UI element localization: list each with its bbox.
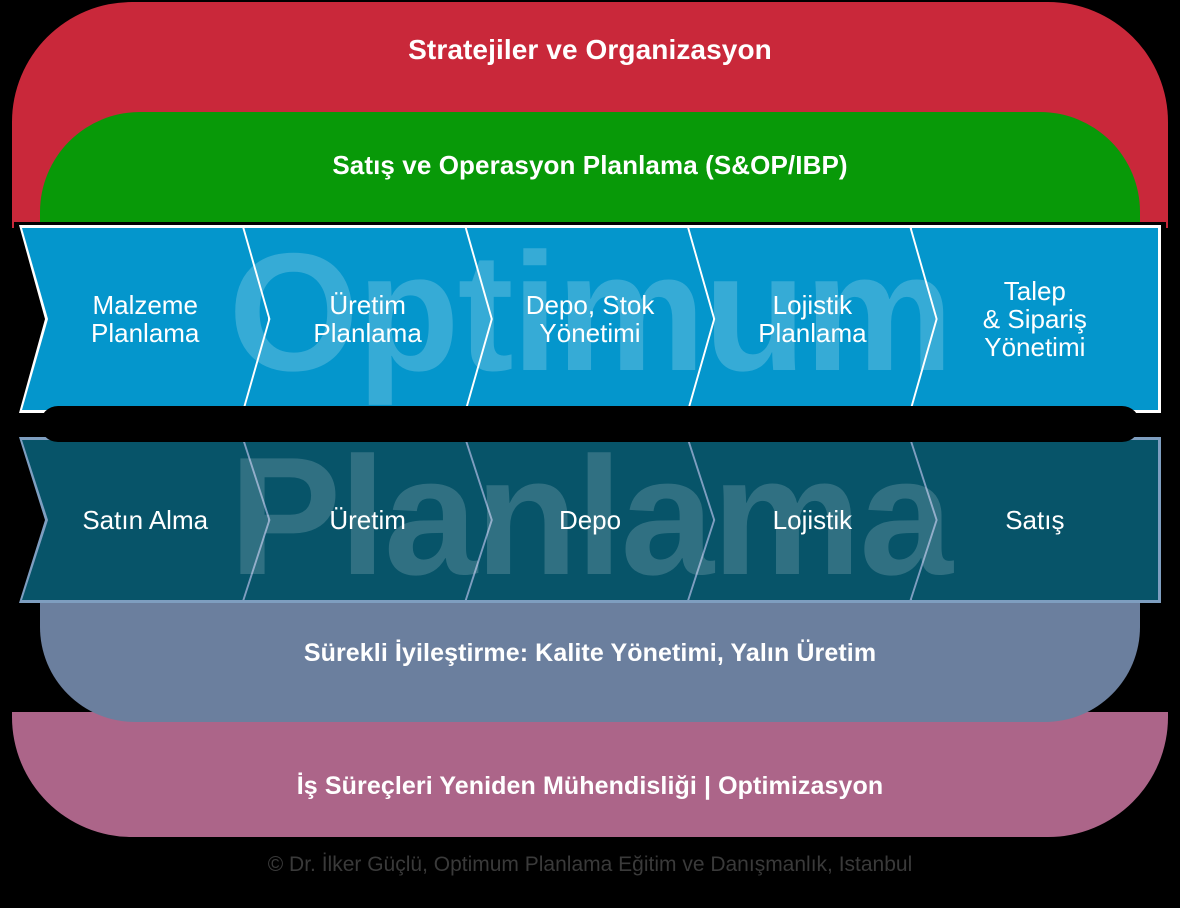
execution-step-label: Satın Alma — [82, 504, 209, 535]
chevron-body — [22, 228, 268, 410]
execution-row: Satın Alma Üretim Depo Lojistik Satış — [22, 437, 1162, 603]
chevron-body — [689, 440, 935, 600]
copyright-footer: © Dr. İlker Güçlü, Optimum Planlama Eğit… — [267, 853, 913, 876]
band-reengineering: İş Süreçleri Yeniden Mühendisliği | Opti… — [12, 712, 1168, 837]
execution-step-label: Depo — [558, 504, 622, 535]
execution-step-uretim[interactable]: Üretim — [244, 440, 490, 600]
chevron-body — [689, 228, 935, 410]
execution-step-depo[interactable]: Depo — [467, 440, 713, 600]
chevron-body — [467, 440, 713, 600]
execution-step-label: Üretim — [329, 504, 406, 535]
chevron-body — [244, 228, 490, 410]
row-separator — [40, 406, 1140, 442]
execution-step-label: Lojistik — [772, 504, 853, 535]
chevron-body — [22, 440, 268, 600]
chevron-body — [244, 440, 490, 600]
chevron-body — [911, 440, 1159, 600]
chevron-body — [467, 228, 713, 410]
execution-step-satis[interactable]: Satış — [908, 437, 1162, 603]
band-strategy-label: Stratejiler ve Organizasyon — [408, 34, 772, 65]
execution-step-lojistik[interactable]: Lojistik — [689, 440, 935, 600]
band-reengineering-label: İş Süreçleri Yeniden Mühendisliği | Opti… — [296, 772, 884, 800]
band-continuous-improvement-label: Sürekli İyileştirme: Kalite Yönetimi, Ya… — [303, 639, 877, 667]
chevron-body — [911, 228, 1159, 410]
execution-step-label: Satış — [1005, 504, 1065, 535]
band-continuous-improvement: Sürekli İyileştirme: Kalite Yönetimi, Ya… — [40, 592, 1140, 722]
execution-step-satin-alma[interactable]: Satın Alma — [22, 440, 268, 600]
band-sop-label: Satış ve Operasyon Planlama (S&OP/IBP) — [332, 150, 848, 180]
